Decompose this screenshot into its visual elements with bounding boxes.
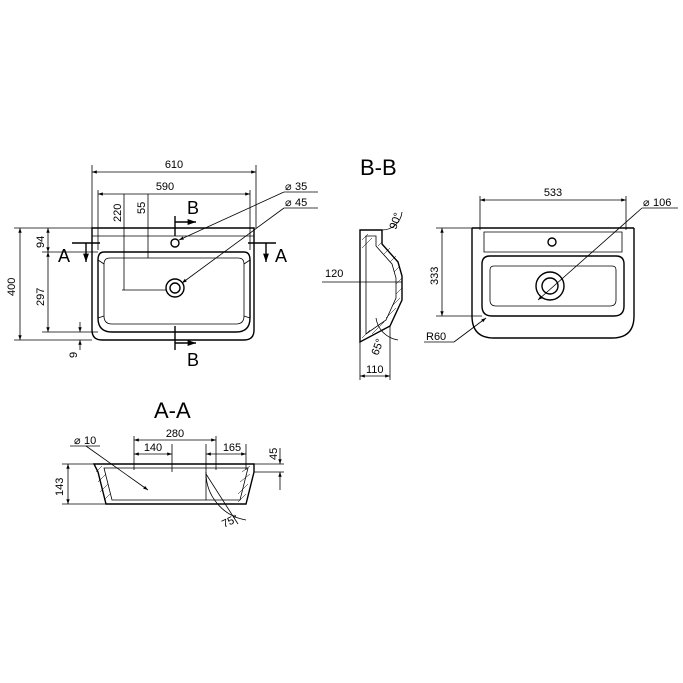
section-a-left-label: A xyxy=(58,246,70,266)
dim-400-label: 400 xyxy=(6,278,18,296)
top-faucet-hole xyxy=(547,237,557,247)
angle-90-arc xyxy=(381,211,403,231)
angle-90-label: 90° xyxy=(388,211,405,231)
diameter-symbol: ⌀ xyxy=(285,181,292,193)
dim-333-label: 333 xyxy=(429,267,441,285)
dim-9-label: 9 xyxy=(68,352,80,358)
section-b-bottom-label: B xyxy=(187,350,199,370)
section-bb-profile xyxy=(359,229,403,344)
dim-94-label: 94 xyxy=(35,236,47,248)
corner-line xyxy=(243,315,251,319)
section-aa-hatching xyxy=(95,465,251,503)
dim-165-label: 165 xyxy=(223,442,241,454)
section-bb-hatching xyxy=(361,233,403,339)
corner-line xyxy=(243,259,251,265)
top-bowl-inner xyxy=(489,265,617,307)
radius-60-label: R60 xyxy=(426,331,446,343)
section-b-top-label: B xyxy=(187,198,199,218)
dim-45-label: 45 xyxy=(268,448,280,460)
leader-10 xyxy=(85,445,149,491)
hole-10-label: 10 xyxy=(84,435,96,447)
corner-line xyxy=(97,315,105,319)
drain-outer xyxy=(165,278,185,298)
dim-220-label: 220 xyxy=(112,204,124,222)
corner-line xyxy=(97,259,105,265)
dim-110-label: 110 xyxy=(366,364,384,376)
section-a-right-label: A xyxy=(275,246,287,266)
angle-75-ray xyxy=(205,473,239,525)
front-view: 610 590 220 55 ⌀ 35 ⌀ 45 400 94 297 9 xyxy=(6,159,318,370)
dim-590-label: 590 xyxy=(156,181,174,193)
dim-120-label: 120 xyxy=(325,268,343,280)
dim-55-label: 55 xyxy=(136,202,148,214)
diameter-symbol: ⌀ xyxy=(285,197,292,209)
angle-75-label: 75° xyxy=(220,513,240,531)
leader-35 xyxy=(178,191,285,241)
leader-106 xyxy=(537,207,643,301)
section-bb-title: B-B xyxy=(360,155,397,180)
top-drain-outer xyxy=(535,271,565,301)
section-bb-view: B-B 90° 120 65° 110 xyxy=(322,155,405,380)
dim-297-label: 297 xyxy=(35,288,47,306)
diameter-symbol: ⌀ xyxy=(643,197,650,209)
diameter-symbol: ⌀ xyxy=(74,435,81,447)
top-outline xyxy=(471,228,635,339)
leader-r60 xyxy=(453,317,487,343)
bowl-outline xyxy=(97,251,251,333)
top-drain-inner xyxy=(541,277,559,295)
hole-35-label: 35 xyxy=(295,181,307,193)
basin-outline xyxy=(91,227,255,341)
top-view: 533 ⌀ 106 333 R60 xyxy=(424,187,678,343)
angle-65-arc xyxy=(375,317,399,341)
top-inner-shelf xyxy=(483,231,623,253)
drain-inner xyxy=(169,282,181,294)
bowl-inner-outline xyxy=(103,257,245,325)
section-bb-inner xyxy=(365,235,397,335)
section-aa-title: A-A xyxy=(154,398,191,423)
hole-45-label: 45 xyxy=(295,197,307,209)
section-aa-profile xyxy=(92,463,255,505)
section-aa-inner xyxy=(103,467,249,501)
dim-280-label: 280 xyxy=(166,428,184,440)
dim-140-label: 140 xyxy=(144,442,162,454)
faucet-hole xyxy=(170,238,180,248)
dim-610-label: 610 xyxy=(165,159,183,171)
dim-143-label: 143 xyxy=(54,478,66,496)
top-bowl xyxy=(481,255,625,317)
section-aa-view: A-A 280 140 165 ⌀ xyxy=(54,398,284,531)
angle-65-label: 65° xyxy=(370,337,387,357)
dim-533-label: 533 xyxy=(544,187,562,199)
angle-75-arc xyxy=(205,471,247,521)
hole-106-label: 106 xyxy=(653,197,671,209)
leader-45 xyxy=(181,207,285,284)
